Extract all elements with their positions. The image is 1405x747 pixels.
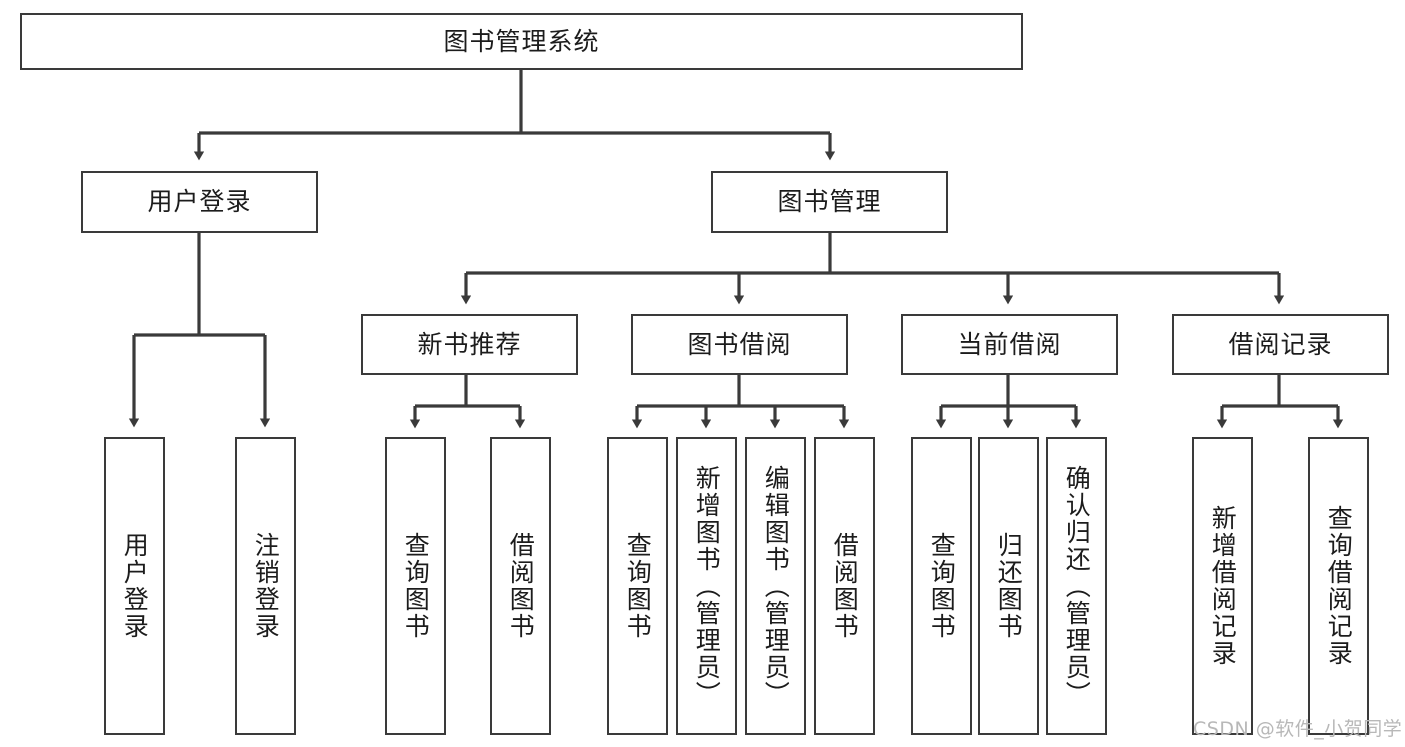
- node-borrow-record[interactable]: 借阅记录: [1172, 314, 1389, 375]
- node-label: 查询图书: [623, 532, 653, 640]
- node-label: 查询借阅记录: [1324, 505, 1354, 667]
- node-label: 归还图书: [994, 532, 1024, 640]
- node-leaf-logout-login[interactable]: 注销登录: [235, 437, 296, 735]
- node-leaf-borrow-book-1[interactable]: 借阅图书: [490, 437, 551, 735]
- node-label: 注销登录: [251, 532, 281, 640]
- node-label: 确认归还（管理员）: [1062, 464, 1092, 708]
- node-leaf-confirm-return[interactable]: 确认归还（管理员）: [1046, 437, 1107, 735]
- node-leaf-query-book-3[interactable]: 查询图书: [911, 437, 972, 735]
- node-leaf-return-book[interactable]: 归还图书: [978, 437, 1039, 735]
- node-leaf-add-record[interactable]: 新增借阅记录: [1192, 437, 1253, 735]
- node-book-borrow[interactable]: 图书借阅: [631, 314, 848, 375]
- node-leaf-user-login[interactable]: 用户登录: [104, 437, 165, 735]
- node-label: 查询图书: [401, 532, 431, 640]
- node-leaf-query-book-2[interactable]: 查询图书: [607, 437, 668, 735]
- node-book-management[interactable]: 图书管理: [711, 171, 948, 233]
- node-leaf-borrow-book-2[interactable]: 借阅图书: [814, 437, 875, 735]
- node-label: 查询图书: [927, 532, 957, 640]
- node-new-book-recommend[interactable]: 新书推荐: [361, 314, 578, 375]
- node-root-system[interactable]: 图书管理系统: [20, 13, 1023, 70]
- node-leaf-edit-book[interactable]: 编辑图书（管理员）: [745, 437, 806, 735]
- node-label: 图书借阅: [687, 329, 792, 359]
- node-label: 编辑图书（管理员）: [761, 464, 791, 708]
- node-leaf-query-book-1[interactable]: 查询图书: [385, 437, 446, 735]
- node-label: 图书管理: [777, 187, 882, 217]
- node-label: 图书管理系统: [443, 26, 600, 56]
- node-leaf-add-book[interactable]: 新增图书（管理员）: [676, 437, 737, 735]
- node-label: 借阅图书: [506, 532, 536, 640]
- node-label: 新书推荐: [417, 329, 522, 359]
- node-label: 用户登录: [120, 532, 150, 640]
- node-label: 借阅记录: [1228, 329, 1333, 359]
- node-label: 当前借阅: [957, 329, 1062, 359]
- node-leaf-query-record[interactable]: 查询借阅记录: [1308, 437, 1369, 735]
- node-user-login[interactable]: 用户登录: [81, 171, 318, 233]
- node-label: 新增借阅记录: [1208, 505, 1238, 667]
- node-label: 用户登录: [147, 187, 252, 217]
- node-current-borrow[interactable]: 当前借阅: [901, 314, 1118, 375]
- csdn-watermark: CSDN @软件_小贺同学: [1193, 718, 1403, 740]
- node-label: 新增图书（管理员）: [692, 464, 722, 708]
- node-label: 借阅图书: [830, 532, 860, 640]
